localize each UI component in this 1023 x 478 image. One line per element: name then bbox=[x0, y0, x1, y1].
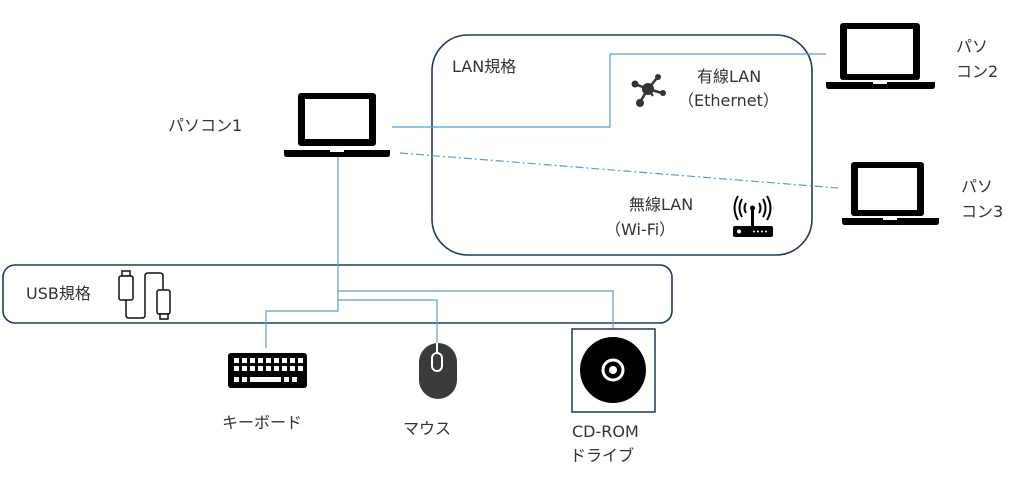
computer-3-label-line2: コン3 bbox=[961, 202, 1003, 221]
wireless-lan-sublabel: （Wi-Fi） bbox=[605, 220, 675, 239]
mouse-connection bbox=[338, 299, 438, 347]
lan-standard-box bbox=[431, 34, 813, 256]
keyboard-label: キーボード bbox=[222, 413, 302, 432]
keyboard-connection bbox=[265, 157, 339, 348]
wireless-lan-connection bbox=[399, 152, 839, 189]
key bbox=[242, 377, 247, 382]
computer-2-label-line2: コン2 bbox=[956, 62, 998, 81]
computer-1-label: パソコン1 bbox=[168, 116, 242, 135]
key bbox=[258, 358, 263, 363]
key bbox=[282, 366, 287, 371]
usb-standard-title: USB規格 bbox=[26, 284, 91, 303]
wired-lan-sublabel: （Ethernet） bbox=[678, 91, 779, 110]
computer-2-label-line1: パソ bbox=[956, 37, 988, 56]
keyboard-icon bbox=[228, 353, 307, 388]
wireless-lan-label: 無線LAN bbox=[629, 195, 693, 214]
key bbox=[298, 366, 303, 371]
computer-3-label-line1: パソ bbox=[961, 177, 993, 196]
key bbox=[250, 358, 255, 363]
key bbox=[290, 358, 295, 363]
mouse-icon bbox=[419, 343, 457, 399]
cd-rom-drive-icon bbox=[571, 328, 656, 413]
key bbox=[250, 366, 255, 371]
key bbox=[290, 366, 295, 371]
key bbox=[234, 377, 239, 382]
key bbox=[284, 377, 289, 382]
wired-lan-connection bbox=[392, 53, 826, 128]
network-hub-icon bbox=[631, 74, 666, 107]
cdrom-label-line2: ドライブ bbox=[570, 446, 634, 465]
lan-standard-title: LAN規格 bbox=[452, 57, 516, 76]
key bbox=[234, 366, 239, 371]
usb-cable-icon bbox=[118, 270, 171, 320]
laptop-icon bbox=[284, 93, 390, 157]
wifi-router-icon bbox=[733, 195, 773, 237]
key bbox=[258, 366, 263, 371]
cdrom-connection bbox=[338, 290, 614, 329]
key bbox=[282, 358, 287, 363]
mouse-label: マウス bbox=[403, 419, 451, 438]
key bbox=[242, 366, 247, 371]
key bbox=[266, 358, 271, 363]
wired-lan-label: 有線LAN bbox=[697, 67, 761, 86]
key bbox=[298, 358, 303, 363]
key bbox=[250, 377, 281, 382]
laptop-icon bbox=[826, 23, 935, 89]
key bbox=[274, 366, 279, 371]
cdrom-label-line1: CD-ROM bbox=[572, 422, 639, 441]
key bbox=[266, 366, 271, 371]
key bbox=[292, 377, 297, 382]
key bbox=[234, 358, 239, 363]
key bbox=[242, 358, 247, 363]
laptop-icon bbox=[842, 162, 939, 225]
key bbox=[274, 358, 279, 363]
